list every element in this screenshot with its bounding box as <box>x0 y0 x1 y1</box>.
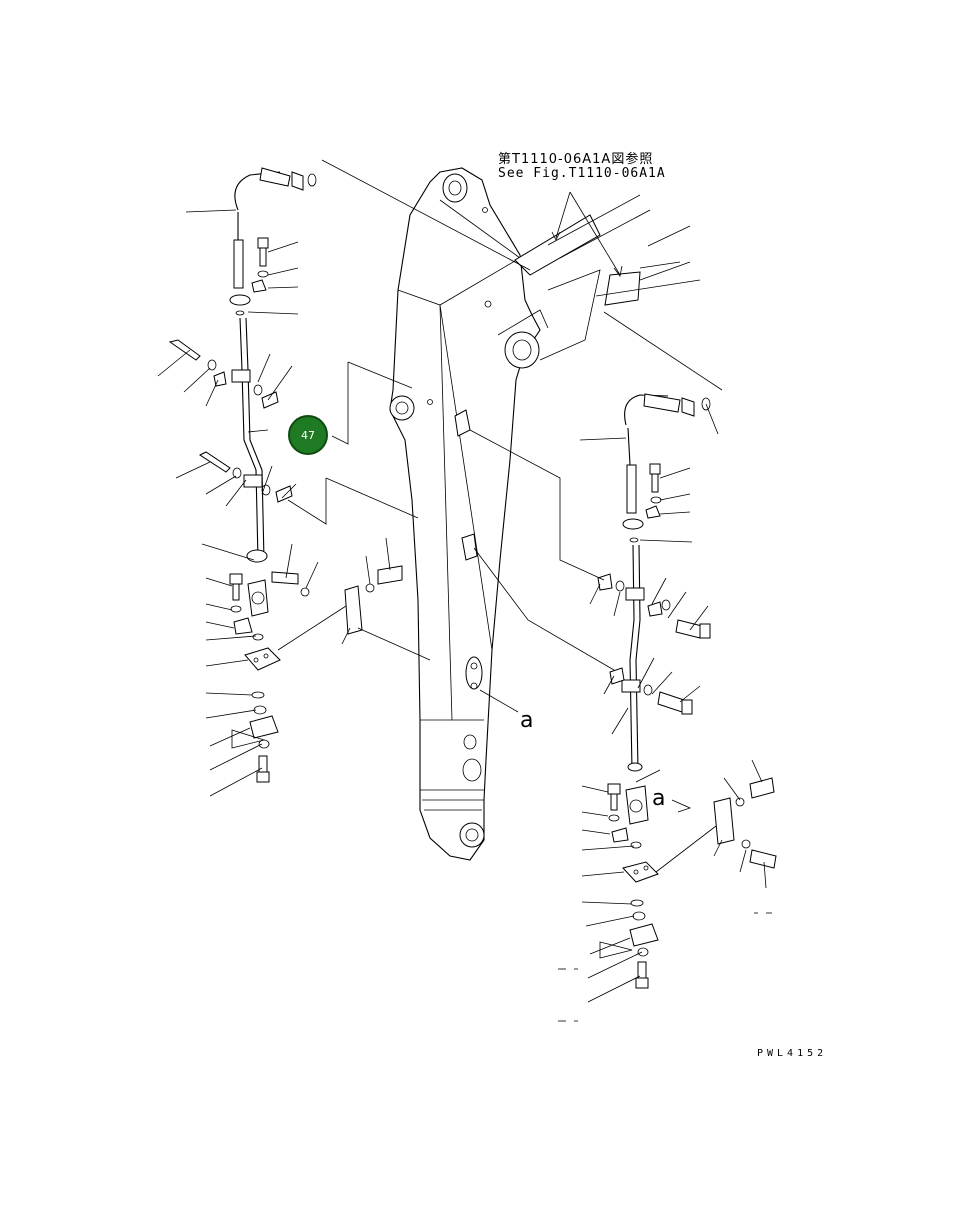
reference-note-japanese: 第T1110-06A1A図参照 <box>498 152 654 167</box>
right-pipe-assembly <box>597 393 777 989</box>
callout-badge-47[interactable]: 47 <box>288 415 328 455</box>
reference-note-english: See Fig.T1110-06A1A <box>498 166 666 181</box>
left-pipe-assembly <box>168 167 403 783</box>
arm-body <box>389 167 681 861</box>
leader-lines <box>157 159 772 1022</box>
view-label-a-arm: a <box>520 708 534 733</box>
callout-number: 47 <box>301 428 315 442</box>
drawing-code: PWL4152 <box>757 1048 828 1059</box>
view-label-a-detail: a <box>652 786 666 811</box>
